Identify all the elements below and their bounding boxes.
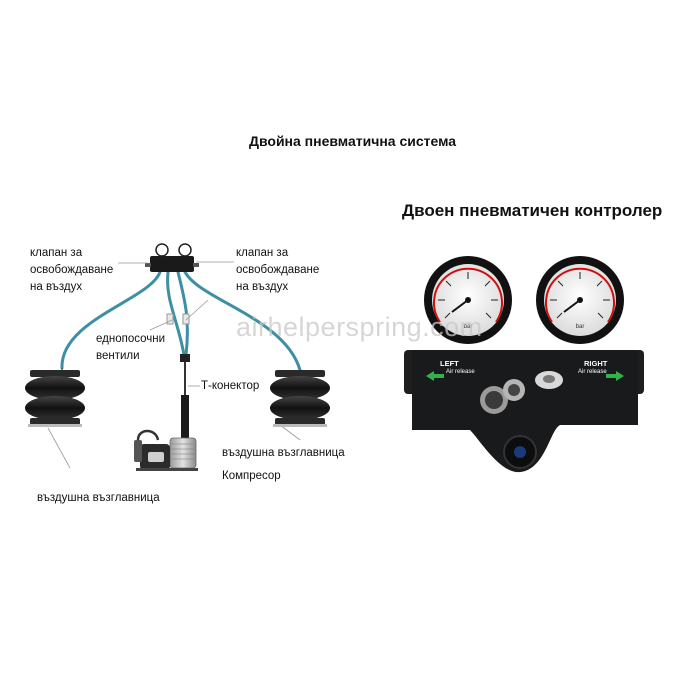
- gauge-unit-left: bar: [464, 324, 473, 330]
- release-valve-right-label: клапан за освобождаване на въздух: [236, 247, 320, 293]
- pressure-gauge-right: bar: [536, 256, 624, 344]
- controller-right-sub: Air release: [578, 369, 607, 375]
- watermark: airhelperspring.com: [236, 312, 483, 342]
- air-bag-right: [270, 370, 330, 427]
- hose-left-bag: [60, 270, 162, 370]
- check-valve-marks: [166, 313, 190, 325]
- hose-right-bag: [183, 270, 302, 372]
- air-bag-left: [25, 370, 85, 427]
- compressor: [134, 429, 198, 471]
- hose-compressor-b: [176, 270, 189, 357]
- controller-left-sub: Air release: [446, 369, 475, 375]
- release-valve-left-label: клапан за освобождаване на въздух: [30, 247, 114, 293]
- release-valve-manifold: [145, 243, 199, 272]
- leader-lines: [47, 261, 301, 469]
- controller-title: Двоен пневматичен контролер: [402, 201, 663, 220]
- air-bag-right-label: въздушна възглавница: [222, 447, 345, 459]
- left-arrow-icon: [426, 371, 444, 381]
- t-connector-label: Т-конектор: [201, 380, 260, 392]
- controller-right-label: RIGHT: [584, 359, 608, 368]
- hose-lines: [60, 270, 302, 372]
- controller-panel: LEFT Air release RIGHT Air release: [404, 350, 644, 473]
- air-bag-left-label: въздушна възглавница: [37, 492, 160, 504]
- pressure-gauge-left: bar: [424, 256, 512, 344]
- check-valves-label: еднопосочни вентили: [96, 333, 166, 362]
- system-title: Двойна пневматична система: [249, 133, 457, 149]
- controller-left-label: LEFT: [440, 359, 459, 368]
- compressor-label: Компресор: [222, 470, 281, 482]
- t-connector: [180, 354, 190, 441]
- right-arrow-icon: [606, 371, 624, 381]
- gauge-unit-right: bar: [576, 324, 585, 330]
- hose-compressor-a: [166, 270, 186, 357]
